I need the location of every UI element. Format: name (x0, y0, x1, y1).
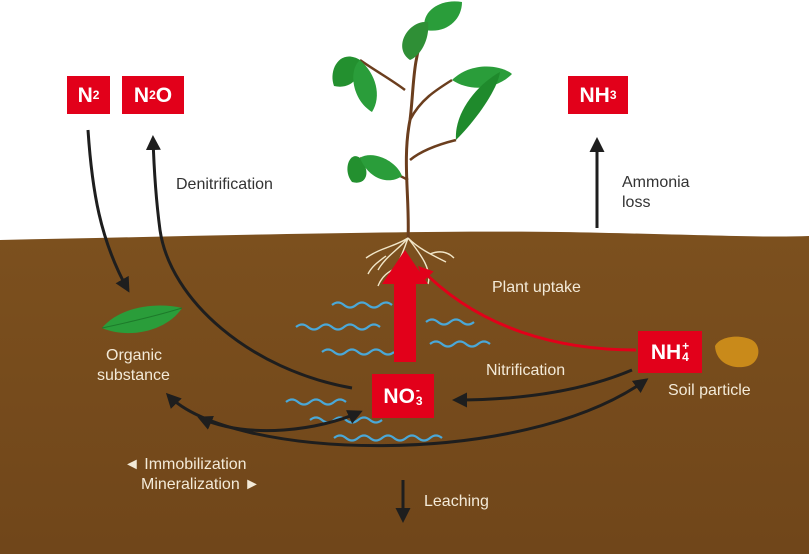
nitrification-label: Nitrification (486, 362, 566, 379)
immobilization-label: ◄ Immobilization (124, 456, 247, 473)
arrow-n2-to-organic (86, 129, 130, 293)
n2-sub: 2 (92, 88, 100, 102)
soil-particle-icon (715, 336, 759, 368)
arrow-plant-uptake-no3 (382, 250, 428, 362)
n2o-sub: 2 (149, 88, 156, 102)
no3-box: NO-3 (372, 374, 434, 418)
nh4-sub: 4 (682, 350, 689, 364)
arrow-plant-uptake-nh4 (417, 265, 637, 352)
no3-sup: - (415, 382, 420, 397)
n2o-o: O (155, 83, 173, 107)
nh4-sup: + (682, 338, 690, 353)
leaching-label: Leaching (424, 493, 489, 510)
denitrification-label: Denitrification (176, 176, 273, 193)
no3-sub: 3 (415, 394, 423, 408)
plant-uptake-label: Plant uptake (492, 279, 581, 296)
nh3-sub: 3 (609, 88, 617, 102)
ammonia-loss-label-line1: Ammonia (622, 174, 690, 191)
no3-main: NO (383, 384, 415, 408)
organic-substance-label-line1: Organic (106, 347, 163, 364)
nh3-main: NH (579, 83, 610, 107)
n2o-n: N (133, 83, 150, 107)
n2-main: N (77, 83, 93, 107)
organic-substance-label-line2: substance (97, 367, 170, 384)
ammonia-loss-label-line2: loss (622, 194, 651, 211)
soil-particle-label: Soil particle (668, 382, 751, 399)
mineralization-label: Mineralization ► (141, 476, 260, 493)
leaf-icon (101, 305, 183, 334)
plant-icon (332, 1, 512, 241)
nh4-main: NH (650, 340, 682, 364)
arrow-denitrification (145, 135, 353, 390)
arrow-immobilization-nh4 (165, 378, 649, 448)
nh4-box: NH+4 (638, 331, 702, 373)
